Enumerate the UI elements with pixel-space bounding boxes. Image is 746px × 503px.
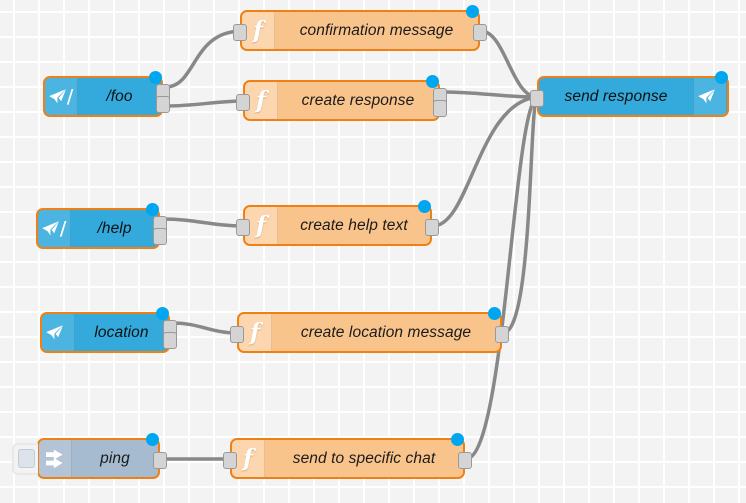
status-dot (146, 433, 159, 446)
node-foo-command[interactable]: /foo (43, 71, 170, 117)
output-port[interactable] (153, 452, 167, 469)
node-confirmation-message[interactable]: f confirmation message (233, 5, 487, 51)
function-icon: f (245, 207, 278, 244)
input-port[interactable] (223, 452, 237, 469)
node-label: ping (100, 449, 130, 467)
function-glyph: f (253, 17, 263, 44)
wire-send-to-specific-chat-to-send-response[interactable] (464, 95, 539, 461)
status-dot (451, 433, 464, 446)
status-dot (466, 5, 479, 18)
output-port[interactable] (495, 326, 509, 343)
node-label: confirmation message (299, 21, 454, 39)
node-label: /help (97, 219, 132, 237)
output-port[interactable] (458, 452, 472, 469)
telegram-icon (693, 78, 727, 115)
output-port[interactable] (473, 24, 487, 41)
output-port[interactable] (425, 219, 439, 236)
status-dot (418, 200, 431, 213)
node-body: f send to specific chat (232, 440, 463, 477)
input-port[interactable] (230, 326, 244, 343)
telegram-command-icon (38, 210, 71, 247)
node-ping-inject[interactable]: ping (12, 433, 167, 479)
status-dot (146, 203, 159, 216)
node-body: f create response (245, 82, 438, 119)
wire-help-command-to-create-help-text[interactable] (161, 217, 246, 228)
inject-arrow-icon (39, 440, 72, 477)
node-body: send response (539, 78, 727, 115)
input-port[interactable] (233, 24, 247, 41)
function-glyph: f (250, 319, 260, 346)
status-dot (156, 307, 169, 320)
node-body: ping (39, 440, 158, 477)
node-create-response[interactable]: f create response (236, 75, 447, 121)
function-glyph: f (243, 445, 253, 472)
node-body: location (42, 314, 168, 351)
input-port[interactable] (236, 94, 250, 111)
status-dot (715, 71, 728, 84)
node-create-location-message[interactable]: f create location message (230, 307, 509, 353)
function-icon: f (245, 82, 278, 119)
output-port[interactable] (433, 100, 447, 118)
function-icon: f (239, 314, 272, 351)
node-label: /foo (106, 87, 133, 105)
node-label: send to specific chat (292, 449, 436, 467)
node-send-response[interactable]: send response (530, 71, 729, 117)
node-label: create location message (300, 323, 472, 341)
node-body: f create location message (239, 314, 500, 351)
function-glyph: f (256, 87, 266, 114)
telegram-icon (42, 314, 75, 351)
node-label: send response (564, 87, 668, 105)
wire-foo-command-to-confirmation-message[interactable] (164, 29, 244, 89)
wire-foo-command-to-create-response[interactable] (164, 99, 246, 108)
input-port[interactable] (236, 219, 250, 236)
wire-create-location-message-to-send-response[interactable] (501, 95, 539, 335)
status-dot (149, 71, 162, 84)
wire-confirmation-message-to-send-response[interactable] (479, 29, 539, 99)
output-port[interactable] (153, 228, 167, 246)
inject-trigger-button[interactable] (12, 442, 38, 475)
output-port[interactable] (156, 96, 170, 114)
node-help-command[interactable]: /help (36, 203, 167, 249)
node-send-to-specific-chat[interactable]: f send to specific chat (223, 433, 472, 479)
node-location-command[interactable]: location (40, 307, 177, 353)
function-icon: f (242, 12, 275, 49)
wire-create-help-text-to-send-response[interactable] (431, 95, 539, 228)
input-port[interactable] (530, 90, 544, 107)
node-label: create response (301, 91, 415, 109)
status-dot (426, 75, 439, 88)
status-dot (488, 307, 501, 320)
inject-button-knob (17, 449, 35, 468)
node-body: f create help text (245, 207, 430, 244)
node-label: create help text (300, 216, 408, 234)
node-body: f confirmation message (242, 12, 478, 49)
node-label: location (94, 323, 149, 341)
node-body: /help (38, 210, 158, 247)
output-port[interactable] (163, 332, 177, 350)
node-create-help-text[interactable]: f create help text (236, 200, 439, 246)
telegram-command-icon (45, 78, 78, 115)
node-body: /foo (45, 78, 161, 115)
function-icon: f (232, 440, 265, 477)
function-glyph: f (256, 212, 266, 239)
wire-create-response-to-send-response[interactable] (439, 90, 539, 99)
wire-location-command-to-create-location-message[interactable] (171, 321, 240, 335)
